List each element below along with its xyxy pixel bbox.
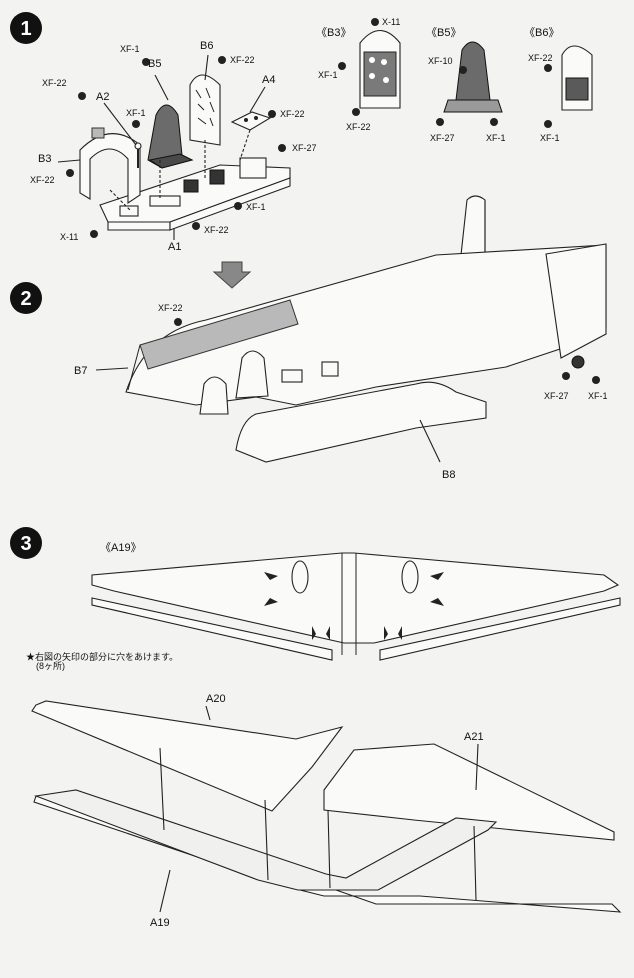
step-2-labels: XF-22 B7 B8 XF-27 XF-1 [74, 303, 608, 481]
svg-text:XF-22: XF-22 [528, 53, 553, 63]
svg-text:XF-27: XF-27 [292, 143, 317, 153]
step-1-badge: 1 [10, 12, 42, 44]
cockpit-floor-part-a1 [99, 157, 291, 231]
svg-text:XF-22: XF-22 [42, 78, 67, 88]
svg-text:A1: A1 [168, 241, 181, 253]
callout-a19: 《A19》 [100, 541, 142, 554]
wing-upper-left-a20 [31, 700, 344, 812]
drill-note-count: (8ヶ所) [36, 661, 65, 671]
svg-text:XF-1: XF-1 [318, 70, 338, 80]
svg-text:1: 1 [20, 18, 31, 40]
svg-text:X-11: X-11 [382, 17, 400, 27]
svg-text:XF-1: XF-1 [588, 391, 608, 401]
svg-text:B7: B7 [74, 365, 87, 377]
svg-text:A2: A2 [96, 91, 109, 103]
step-1-leader-lines [57, 54, 266, 240]
step-3-labels: A20 A21 A19 [150, 693, 484, 929]
step-2-paint-markers [174, 318, 600, 384]
callout-b5: 《B5》 XF-10 XF-27 XF-1 [426, 26, 506, 143]
down-arrow-icon [212, 261, 252, 289]
svg-text:B8: B8 [442, 469, 455, 481]
svg-text:XF-27: XF-27 [430, 133, 455, 143]
svg-text:XF-1: XF-1 [120, 44, 140, 54]
step-3-assembly-lines [159, 705, 479, 913]
drill-arrows [264, 572, 444, 640]
svg-text:XF-22: XF-22 [346, 122, 371, 132]
svg-text:A19: A19 [150, 917, 170, 929]
control-stick-part-a2 [134, 142, 142, 168]
step-1-labels: B5 B6 A2 A4 B3 A1 XF-1 XF-22 XF-22 XF-1 … [30, 40, 317, 253]
wing-a19-plan-view [91, 552, 621, 661]
step-2-leaders [95, 367, 441, 463]
step-1-paint-markers [66, 56, 286, 238]
part-a4 [230, 111, 272, 131]
drill-note: ★右図の矢印の部分に穴をあけます。 [26, 651, 178, 662]
callout-b3: 《B3》 X-11 XF-1 XF-22 [316, 17, 401, 132]
svg-text:XF-22: XF-22 [280, 109, 305, 119]
svg-text:XF-22: XF-22 [230, 55, 255, 65]
svg-text:XF-22: XF-22 [30, 175, 55, 185]
svg-text:3: 3 [20, 533, 31, 555]
svg-text:XF-1: XF-1 [126, 108, 146, 118]
seat-part-b5 [147, 104, 194, 169]
wing-lower-a19 [33, 789, 622, 913]
svg-text:2: 2 [20, 288, 31, 310]
svg-text:XF-22: XF-22 [158, 303, 183, 313]
svg-text:XF-1: XF-1 [246, 202, 266, 212]
fuselage-half [125, 195, 607, 463]
wing-upper-right-a21 [323, 743, 615, 841]
bulkhead-part-b3 [79, 127, 141, 205]
back-panel-part-b6 [189, 74, 221, 146]
svg-text:B3: B3 [38, 153, 51, 165]
svg-text:B5: B5 [148, 58, 161, 70]
svg-text:A20: A20 [206, 693, 226, 705]
svg-text:A4: A4 [262, 74, 275, 86]
step-3-badge: 3 [10, 527, 42, 559]
svg-text:A21: A21 [464, 731, 484, 743]
svg-text:XF-27: XF-27 [544, 391, 569, 401]
callout-b6: 《B6》 XF-22 XF-1 [524, 26, 593, 143]
svg-text:XF-22: XF-22 [204, 225, 229, 235]
svg-text:XF-10: XF-10 [428, 56, 453, 66]
svg-text:《B6》: 《B6》 [524, 26, 559, 39]
svg-text:XF-1: XF-1 [540, 133, 560, 143]
step-2-badge: 2 [10, 282, 42, 314]
svg-text:《B5》: 《B5》 [426, 26, 461, 39]
svg-text:X-11: X-11 [60, 232, 78, 242]
svg-text:XF-1: XF-1 [486, 133, 506, 143]
svg-text:B6: B6 [200, 40, 213, 52]
svg-text:《B3》: 《B3》 [316, 26, 351, 39]
